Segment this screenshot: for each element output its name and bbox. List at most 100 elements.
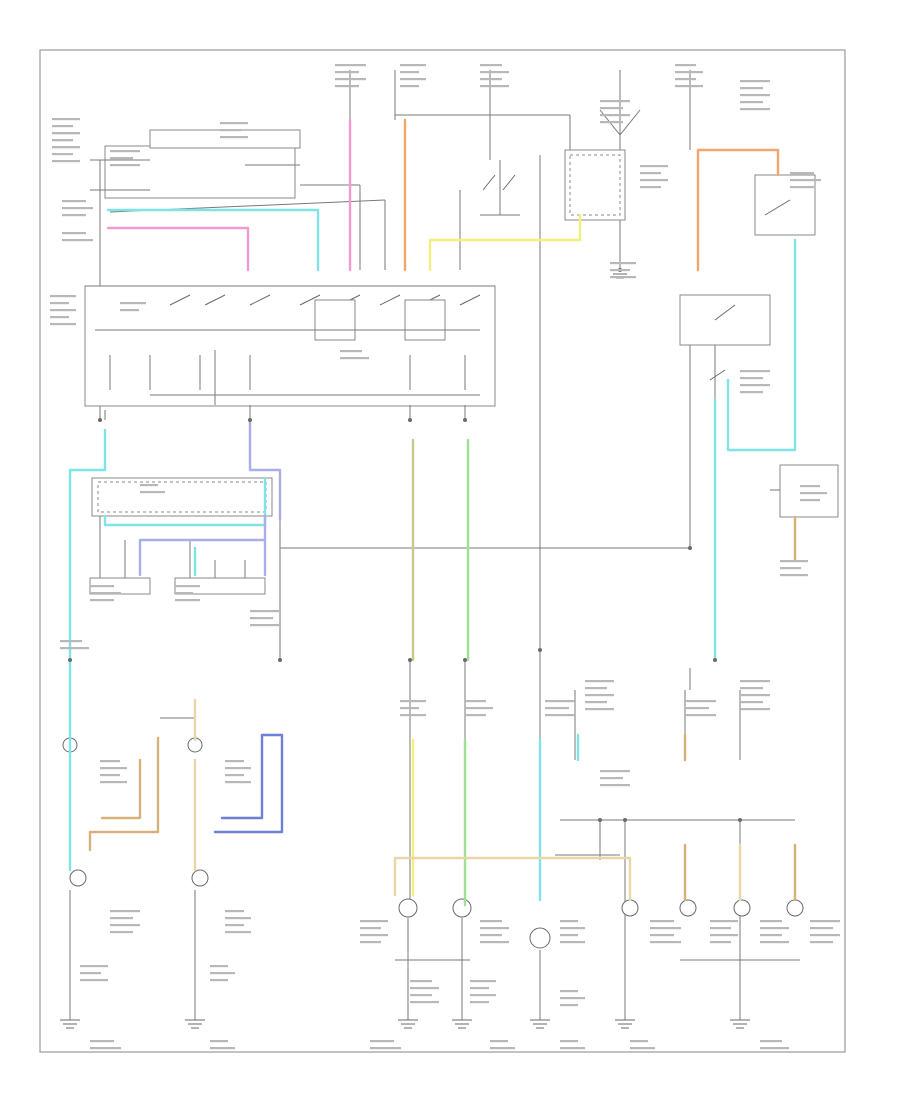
wire-light-blue-left xyxy=(68,428,107,662)
illegible-label-mark xyxy=(225,760,244,763)
illegible-label-mark xyxy=(560,1040,578,1043)
illegible-label-mark xyxy=(360,927,381,930)
illegible-label-mark xyxy=(225,767,251,770)
illegible-label-mark xyxy=(210,1047,235,1050)
illegible-label-mark xyxy=(760,941,789,944)
illegible-label-mark xyxy=(225,931,251,934)
illegible-label-mark xyxy=(80,979,108,982)
illegible-label-mark xyxy=(740,80,770,83)
colored-wire-layer xyxy=(68,118,797,907)
illegible-label-mark xyxy=(480,927,509,930)
illegible-label-mark xyxy=(740,391,763,394)
illegible-label-mark xyxy=(465,707,493,710)
illegible-label-mark xyxy=(810,927,833,930)
illegible-label-mark xyxy=(760,1040,782,1043)
illegible-label-mark xyxy=(250,624,280,627)
illegible-label-mark xyxy=(740,94,770,97)
illegible-label-mark xyxy=(710,920,738,923)
illegible-label-mark xyxy=(470,1001,489,1004)
illegible-label-mark xyxy=(110,164,140,167)
wire-light-blue-top xyxy=(106,208,320,272)
illegible-label-mark xyxy=(52,139,73,142)
illegible-label-mark xyxy=(335,64,366,67)
illegible-label-mark xyxy=(780,567,801,570)
illegible-label-mark xyxy=(52,118,80,121)
illegible-label-mark xyxy=(560,1004,578,1007)
illegible-label-mark xyxy=(675,71,703,74)
illegible-label-mark xyxy=(630,1040,648,1043)
illegible-label-mark xyxy=(100,760,120,763)
illegible-label-mark xyxy=(675,85,703,88)
wire-tan-left xyxy=(88,736,160,852)
illegible-label-mark xyxy=(100,774,120,777)
illegible-label-mark xyxy=(175,599,200,602)
illegible-label-mark xyxy=(545,700,576,703)
illegible-label-mark xyxy=(400,71,419,74)
illegible-label-mark xyxy=(400,78,426,81)
illegible-label-mark xyxy=(780,560,808,563)
illegible-label-mark xyxy=(780,574,808,577)
illegible-label-mark xyxy=(50,302,69,305)
illegible-label-mark xyxy=(220,136,248,139)
illegible-label-mark xyxy=(465,700,486,703)
illegible-label-mark xyxy=(710,934,738,937)
illegible-label-mark xyxy=(175,585,200,588)
illegible-label-mark xyxy=(225,781,251,784)
illegible-label-mark xyxy=(600,777,623,780)
illegible-label-mark xyxy=(400,714,426,717)
illegible-label-mark xyxy=(360,920,388,923)
illegible-label-mark xyxy=(250,617,273,620)
illegible-label-mark xyxy=(90,599,114,602)
illegible-label-mark xyxy=(710,941,731,944)
illegible-label-mark xyxy=(335,71,359,74)
wire-light-blue-left-mid xyxy=(103,476,267,527)
illegible-label-mark xyxy=(630,1047,655,1050)
illegible-label-mark xyxy=(480,920,502,923)
illegible-label-mark xyxy=(480,85,509,88)
illegible-label-mark xyxy=(210,972,235,975)
illegible-label-mark xyxy=(52,153,73,156)
illegible-label-mark xyxy=(545,707,569,710)
illegible-label-mark xyxy=(790,179,821,182)
illegible-label-mark xyxy=(335,78,366,81)
illegible-label-mark xyxy=(560,1047,585,1050)
illegible-label-mark xyxy=(210,965,228,968)
illegible-label-mark xyxy=(120,302,146,305)
middle-left-module xyxy=(69,470,281,660)
illegible-label-mark xyxy=(225,910,244,913)
illegible-label-mark xyxy=(740,87,763,90)
wire-lavender-branch xyxy=(138,514,267,577)
illegible-label-mark xyxy=(600,100,630,103)
top-right-section xyxy=(280,70,839,690)
wire-light-blue-right3 xyxy=(726,378,792,452)
illegible-label-mark xyxy=(685,700,716,703)
illegible-label-mark xyxy=(90,585,114,588)
illegible-label-mark xyxy=(410,980,432,983)
illegible-label-mark xyxy=(50,323,76,326)
illegible-label-mark xyxy=(52,146,80,149)
illegible-label-mark xyxy=(740,384,770,387)
illegible-label-mark xyxy=(140,491,165,494)
illegible-label-mark xyxy=(740,694,770,697)
wire-yellow-top xyxy=(428,213,582,272)
illegible-label-mark xyxy=(650,920,674,923)
illegible-label-mark xyxy=(62,200,86,203)
illegible-label-mark xyxy=(50,295,76,298)
illegible-label-mark xyxy=(610,262,636,265)
illegible-label-mark xyxy=(360,934,388,937)
illegible-label-mark xyxy=(585,680,614,683)
illegible-label-mark xyxy=(600,121,623,124)
illegible-label-mark xyxy=(110,924,140,927)
illegible-label-mark xyxy=(410,994,432,997)
illegible-label-mark xyxy=(110,910,140,913)
illegible-label-mark xyxy=(90,1047,121,1050)
illegible-label-mark xyxy=(740,101,763,104)
illegible-label-mark xyxy=(90,1040,114,1043)
illegible-label-mark xyxy=(810,920,840,923)
bottom-center-lamps xyxy=(395,650,551,1029)
illegible-label-mark xyxy=(210,979,228,982)
illegible-label-mark xyxy=(480,78,502,81)
illegible-label-mark xyxy=(585,708,614,711)
illegible-label-mark xyxy=(62,214,86,217)
